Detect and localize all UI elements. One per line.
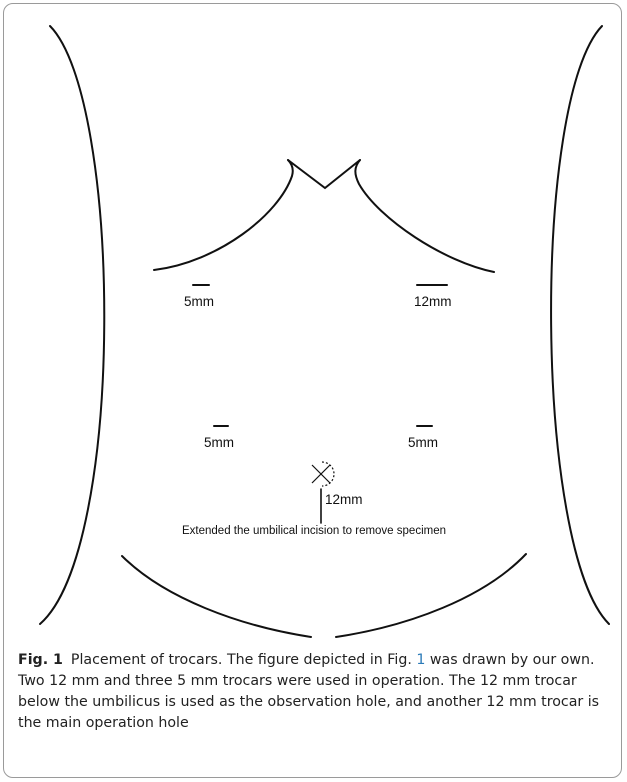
umbilicus-symbol	[311, 461, 335, 487]
xiphoid-notch	[287, 159, 361, 190]
figure-frame: 5mm 12mm 5mm 5mm 12mm Extended the umbil…	[3, 3, 622, 778]
caption-text-end: was drawn by our own. Two 12 mm and thre…	[18, 652, 600, 731]
left-flank-outline	[39, 25, 106, 625]
trocar-label-upper-left: 5mm	[184, 294, 214, 309]
figure-number: Fig. 1	[18, 652, 63, 668]
trocar-label-upper-right: 12mm	[414, 294, 452, 309]
figure-caption: Fig. 1 Placement of trocars. The figure d…	[18, 650, 608, 734]
trocar-label-umbilical: 12mm	[325, 492, 363, 507]
trocar-label-middle-right: 5mm	[408, 435, 438, 450]
trocar-label-middle-left: 5mm	[204, 435, 234, 450]
right-groin-outline	[335, 553, 527, 638]
caption-text-start: Placement of trocars. The figure depicte…	[70, 652, 412, 668]
left-costal-margin	[153, 159, 294, 271]
umbilical-incision-note: Extended the umbilical incision to remov…	[182, 525, 446, 537]
right-flank-outline	[550, 25, 610, 625]
trocar-diagram: 5mm 12mm 5mm 5mm 12mm Extended the umbil…	[4, 4, 621, 644]
left-groin-outline	[121, 555, 312, 638]
figure-reference-link[interactable]: 1	[416, 652, 426, 668]
right-costal-margin	[354, 159, 495, 273]
body-outline-drawing	[39, 25, 610, 638]
